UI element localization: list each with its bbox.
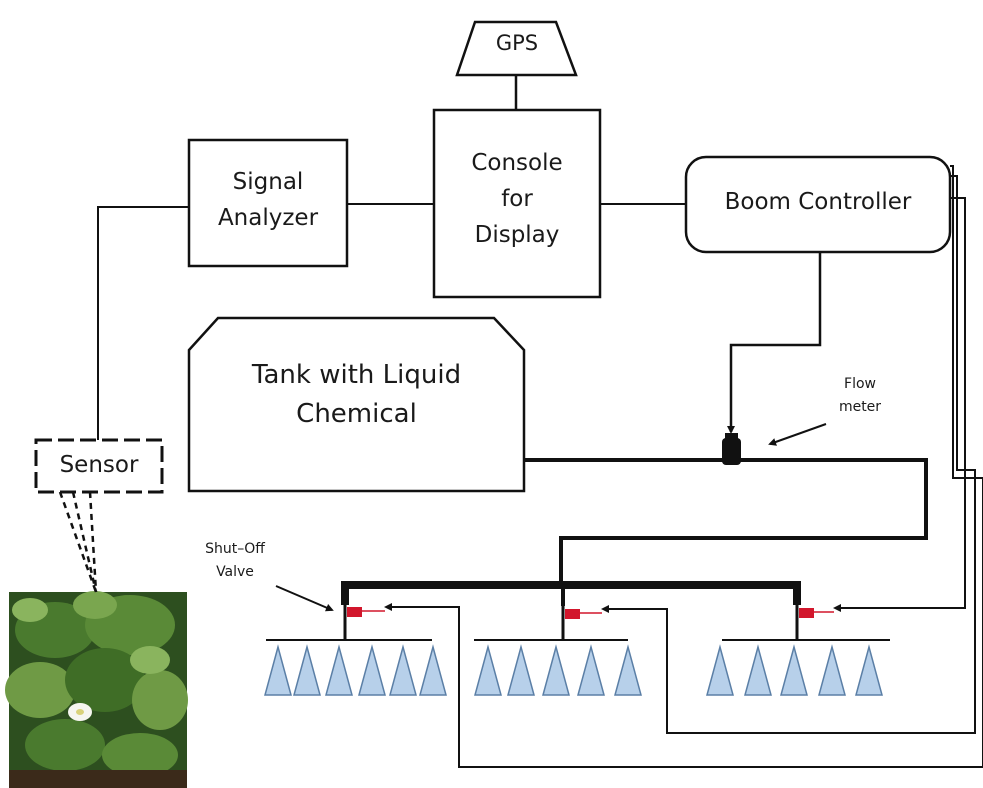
flow-meter-label: Flow meter (820, 373, 900, 419)
nozzle-icon (744, 644, 772, 696)
nozzle-icon (419, 644, 447, 696)
controller-flowmeter-link (727, 252, 822, 434)
nozzle-icon (542, 644, 570, 696)
sensor-view-line (58, 491, 98, 593)
nozzle-icon (358, 644, 386, 696)
sensor-text: Sensor (59, 452, 139, 478)
shutoff-valve-line-2: Valve (216, 564, 254, 580)
tank-box (187, 316, 526, 493)
shutoff-valve-icon (799, 608, 814, 618)
control-line-middle-valve (601, 175, 976, 734)
shutoff-valve-pointer (275, 585, 334, 612)
signal-analyzer-box (187, 138, 349, 268)
nozzle-icon (818, 644, 846, 696)
sensor-label: Sensor (36, 447, 162, 483)
boom-manifold (341, 581, 801, 605)
flow-meter-cap (725, 433, 738, 439)
nozzle-icon (507, 644, 535, 696)
signal-analyzer-line-2: Analyzer (217, 205, 319, 231)
sensor-view-line (88, 491, 98, 593)
nozzle-icon (706, 644, 734, 696)
gps-box (455, 20, 578, 77)
nozzle-icon (780, 644, 808, 696)
signal-analyzer-line-1: Signal (232, 169, 304, 195)
shutoff-valve-icon (347, 607, 362, 617)
nozzle-icon (474, 644, 502, 696)
flow-meter-line-1: Flow (844, 376, 876, 392)
supply-pipe (524, 458, 928, 588)
shutoff-valve-line-1: Shut–Off (205, 541, 265, 557)
nozzle-icon (389, 644, 417, 696)
plant-photo (5, 591, 188, 788)
nozzle-icon (293, 644, 321, 696)
nozzle-group-left (264, 644, 447, 696)
tank-line-1: Tank with Liquid (251, 360, 462, 390)
sensor-box (34, 438, 164, 494)
flow-meter-line-2: meter (838, 399, 882, 415)
shutoff-valve-label: Shut–Off Valve (180, 538, 290, 584)
gps-text: GPS (495, 31, 539, 55)
nozzle-group-right (706, 644, 883, 696)
console-line-3: Display (474, 222, 560, 248)
gps-label: GPS (472, 31, 562, 55)
nozzle-icon (577, 644, 605, 696)
flow-meter-pointer (768, 423, 827, 446)
boom-controller-text: Boom Controller (724, 189, 912, 215)
tank-label: Tank with Liquid Chemical (189, 356, 524, 434)
boom-controller-label: Boom Controller (686, 184, 950, 220)
nozzle-icon (325, 644, 353, 696)
signal-analyzer-label: Signal Analyzer (189, 164, 347, 236)
tank-line-2: Chemical (296, 399, 417, 429)
nozzle-group-middle (474, 644, 642, 696)
sensor-view-line (71, 491, 98, 593)
nozzle-icon (855, 644, 883, 696)
control-line-left-valve (384, 165, 983, 768)
nozzle-icon (264, 644, 292, 696)
nozzle-icon (614, 644, 642, 696)
console-line-1: Console (471, 150, 563, 176)
console-line-2: for (501, 186, 533, 212)
shutoff-valve-icon (565, 609, 580, 619)
console-label: Console for Display (434, 145, 600, 253)
sensor-analyzer-link (97, 206, 189, 440)
